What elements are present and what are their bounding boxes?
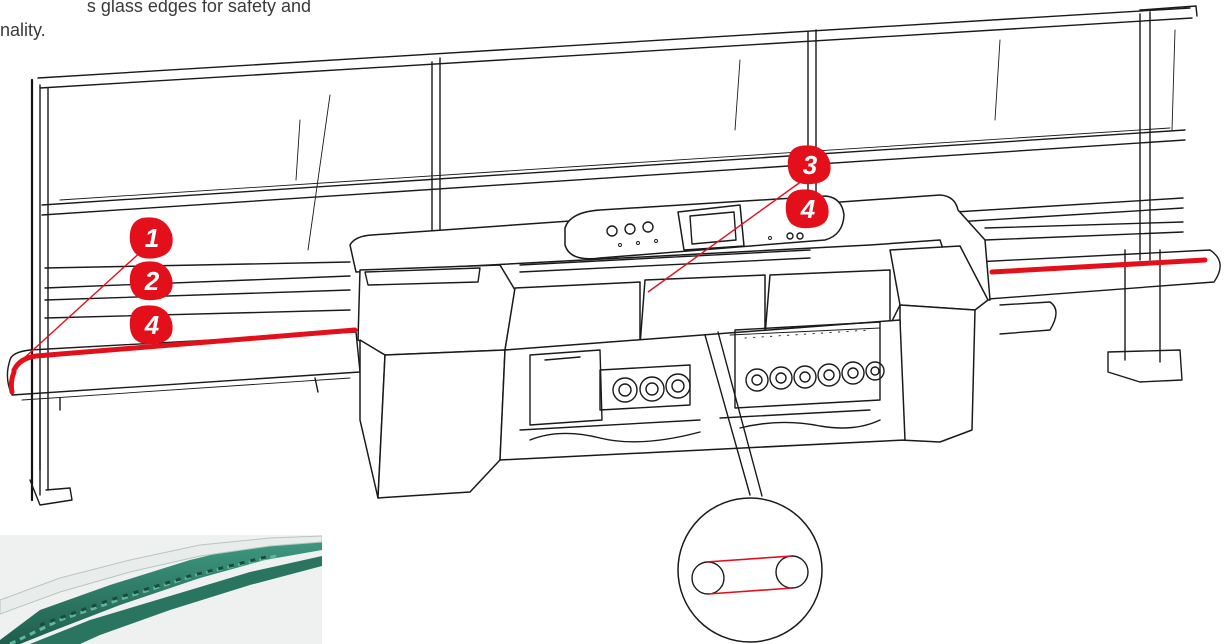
machine-body (350, 195, 990, 498)
callout-4-right-label: 4 (800, 194, 816, 224)
callout-4-left-label: 4 (144, 310, 160, 340)
callout-4-right: 4 (786, 189, 829, 228)
callout-4-left: 4 (130, 305, 173, 344)
toothed-belt-photo (0, 535, 322, 644)
callout-2: 2 (130, 261, 173, 300)
callout-1-label: 1 (145, 223, 159, 253)
callout-3: 3 (788, 145, 831, 184)
callout-1: 1 (130, 217, 173, 258)
callout-2-label: 2 (144, 266, 160, 296)
belt-loop-detail-icon (678, 498, 822, 642)
callout-3-label: 3 (803, 150, 818, 180)
